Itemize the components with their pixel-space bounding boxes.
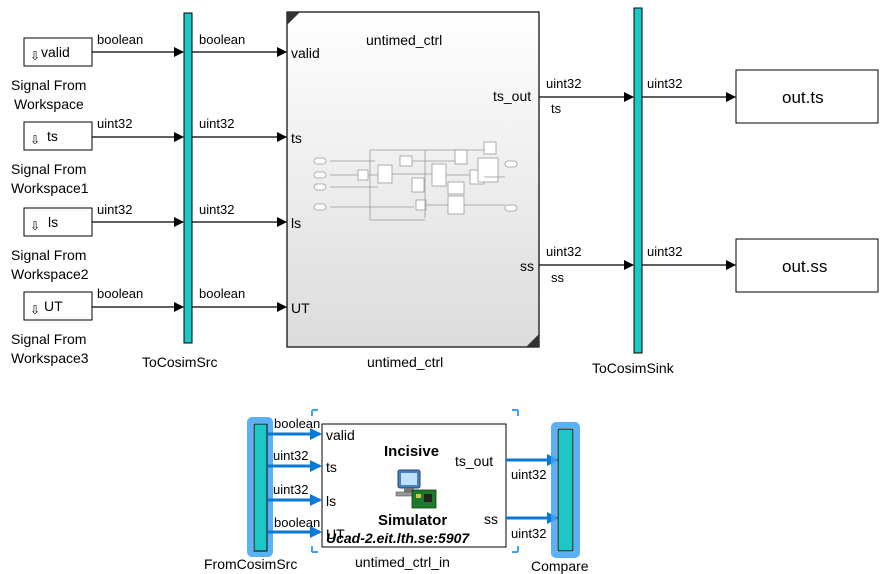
signal-from-workspace-block[interactable]: ⇩ ts bbox=[23, 121, 93, 151]
signal-label: boolean bbox=[97, 32, 143, 47]
corner-mark-icon bbox=[287, 12, 300, 25]
down-arrow-icon: ⇩ bbox=[30, 219, 40, 233]
down-arrow-icon: ⇩ bbox=[30, 303, 40, 317]
signal-from-workspace-block[interactable]: ⇩ ls bbox=[23, 207, 93, 237]
input-port-label: valid bbox=[291, 45, 320, 61]
signal-name: ss bbox=[551, 270, 565, 285]
down-arrow-icon: ⇩ bbox=[30, 49, 40, 63]
to-workspace-text: out.ss bbox=[782, 257, 827, 276]
source-caption: Signal From bbox=[11, 77, 86, 93]
from-cosim-src-label: FromCosimSrc bbox=[204, 556, 297, 572]
source-caption: Workspace2 bbox=[11, 266, 89, 282]
output-port-label: ts_out bbox=[493, 88, 531, 104]
output-port-label: ss bbox=[520, 258, 534, 274]
source-caption: Workspace1 bbox=[11, 180, 89, 196]
signal-label: uint32 bbox=[546, 244, 581, 259]
source-icon-text: ts bbox=[47, 128, 58, 144]
to-cosim-src-block[interactable] bbox=[183, 12, 193, 344]
to-cosim-sink-block[interactable] bbox=[633, 7, 643, 354]
source-caption: Signal From bbox=[11, 247, 86, 263]
output-port-label: ss bbox=[484, 511, 498, 527]
signal-label: boolean bbox=[97, 286, 143, 301]
host-text: Ucad-2.eit.lth.se:5907 bbox=[326, 530, 470, 546]
signal-label: uint32 bbox=[97, 116, 132, 131]
signal-label: uint32 bbox=[273, 482, 308, 497]
brand-bottom-text: Simulator bbox=[378, 512, 447, 529]
signal-from-workspace-block[interactable]: ⇩ UT bbox=[23, 291, 93, 321]
to-cosim-sink-label: ToCosimSink bbox=[592, 360, 675, 376]
input-port-label: UT bbox=[291, 300, 310, 316]
signal-label: uint32 bbox=[647, 244, 682, 259]
bus-signal-label: boolean bbox=[199, 32, 245, 47]
output-port-label: ts_out bbox=[455, 453, 493, 469]
to-workspace-block[interactable]: out.ss bbox=[735, 238, 879, 293]
input-port-label: ts bbox=[326, 459, 337, 475]
bus-signal-label: uint32 bbox=[199, 116, 234, 131]
compare-label: Compare bbox=[531, 558, 589, 574]
untimed-ctrl-subsystem[interactable]: untimed_ctrl valid ts ls UT ts_out ss bbox=[286, 11, 540, 348]
subsystem-title: untimed_ctrl bbox=[366, 32, 442, 48]
signal-label: uint32 bbox=[546, 76, 581, 91]
source-caption: Signal From bbox=[11, 161, 86, 177]
computer-icon bbox=[395, 469, 437, 509]
corner-mark-icon bbox=[526, 334, 539, 347]
subsystem-name: untimed_ctrl bbox=[367, 354, 443, 370]
source-caption: Signal From bbox=[11, 331, 86, 347]
signal-label: uint32 bbox=[647, 76, 682, 91]
signal-label: boolean bbox=[274, 515, 320, 530]
source-caption: Workspace3 bbox=[11, 350, 89, 366]
signal-from-workspace-block[interactable]: ⇩ valid bbox=[23, 37, 93, 67]
input-port-label: ls bbox=[326, 493, 336, 509]
source-caption: Workspace bbox=[14, 96, 84, 112]
input-port-label: valid bbox=[326, 427, 355, 443]
brand-top-text: Incisive bbox=[384, 443, 439, 460]
to-workspace-block[interactable]: out.ts bbox=[735, 69, 879, 124]
signal-label: uint32 bbox=[97, 202, 132, 217]
input-port-label: ls bbox=[291, 215, 301, 231]
signal-label: uint32 bbox=[511, 526, 546, 541]
signal-label: uint32 bbox=[273, 448, 308, 463]
down-arrow-icon: ⇩ bbox=[30, 133, 40, 147]
signal-label: boolean bbox=[274, 416, 320, 431]
to-workspace-text: out.ts bbox=[782, 88, 824, 107]
bus-signal-label: uint32 bbox=[199, 202, 234, 217]
to-cosim-src-label: ToCosimSrc bbox=[142, 354, 217, 370]
subsystem-thumbnail bbox=[313, 141, 518, 221]
source-icon-text: valid bbox=[41, 44, 70, 60]
signal-name: ts bbox=[551, 101, 562, 116]
source-icon-text: ls bbox=[48, 214, 58, 230]
signal-label: uint32 bbox=[511, 467, 546, 482]
input-port-label: UT bbox=[326, 526, 345, 542]
source-icon-text: UT bbox=[44, 298, 63, 314]
from-cosim-src-block[interactable] bbox=[247, 417, 273, 557]
compare-block[interactable] bbox=[551, 422, 580, 558]
input-port-label: ts bbox=[291, 130, 302, 146]
bus-signal-label: boolean bbox=[199, 286, 245, 301]
cosim-block-name: untimed_ctrl_in bbox=[355, 554, 450, 570]
untimed-ctrl-in-cosim-block[interactable]: valid ts ls UT ts_out ss Incisive Simula… bbox=[311, 409, 519, 553]
